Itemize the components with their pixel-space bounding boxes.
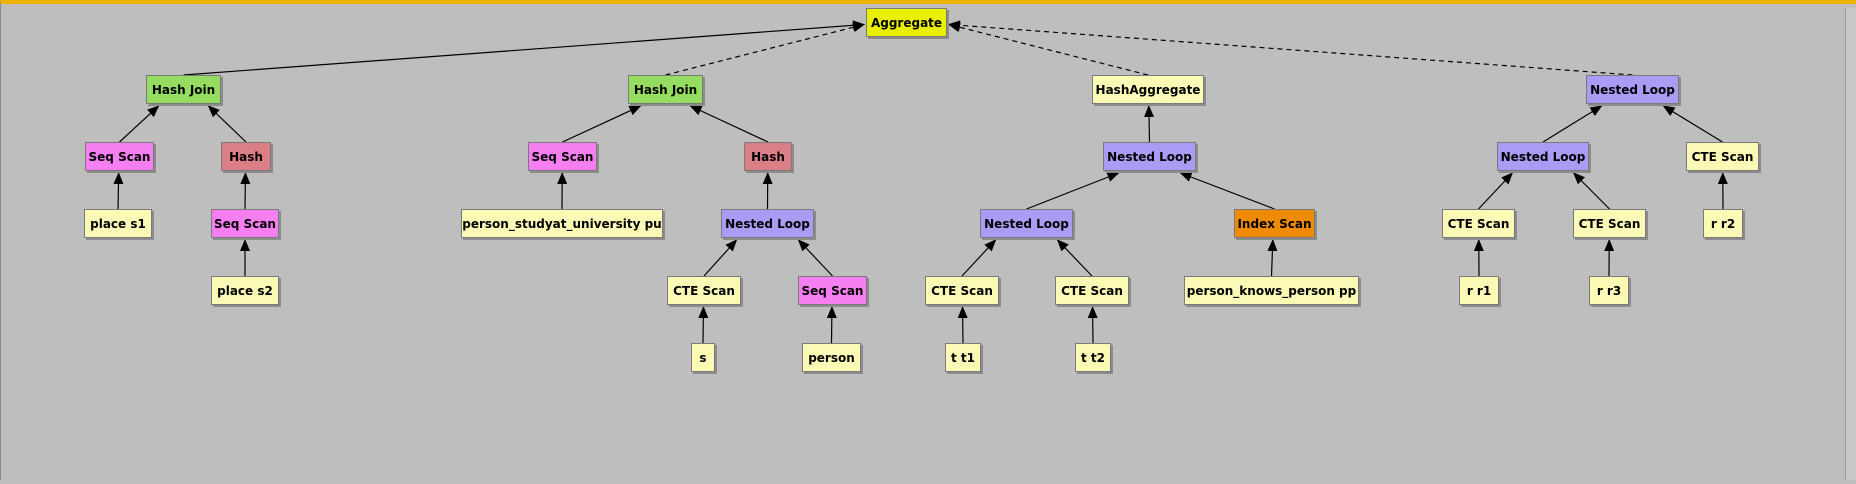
plan-node-r-r2[interactable]: r r2 <box>1703 209 1743 238</box>
plan-node-seqscan4[interactable]: Seq Scan <box>798 276 867 305</box>
edge-indexscan-to-nl-mid <box>1181 173 1275 209</box>
plan-node-pkp[interactable]: person_knows_person pp <box>1184 276 1359 305</box>
plan-node-nl-mid[interactable]: Nested Loop <box>1103 142 1196 171</box>
plan-node-place-s2[interactable]: place s2 <box>211 276 279 305</box>
plan-edges <box>1 4 1856 484</box>
edge-cte-s-to-nl-hash2 <box>704 240 737 276</box>
plan-node-place-s1[interactable]: place s1 <box>84 209 152 238</box>
edge-cte-r3-to-nl-r2 <box>1574 173 1610 209</box>
plan-node-psu[interactable]: person_studyat_university pu <box>461 209 663 238</box>
plan-node-t-t1[interactable]: t t1 <box>945 343 981 372</box>
plan-node-t-t2[interactable]: t t2 <box>1075 343 1111 372</box>
edge-seqscan3-to-hj2 <box>563 106 641 142</box>
edge-cte-r1-to-nl-r2 <box>1479 173 1513 209</box>
edge-nl-mid-to-hashagg <box>1149 106 1150 142</box>
plan-node-hash2[interactable]: Hash <box>744 142 792 171</box>
plan-node-hash1[interactable]: Hash <box>221 142 271 171</box>
edge-nl-r2-to-nl-right <box>1543 106 1602 142</box>
edge-nl-right-to-aggregate <box>949 25 1633 76</box>
edge-cte-t2-to-nl-mid2 <box>1058 240 1093 276</box>
edge-seqscan4-to-nl-hash2 <box>799 240 833 276</box>
plan-node-seqscan3[interactable]: Seq Scan <box>528 142 597 171</box>
plan-node-person[interactable]: person <box>802 343 861 372</box>
plan-node-hashagg[interactable]: HashAggregate <box>1092 75 1204 104</box>
plan-node-indexscan[interactable]: Index Scan <box>1234 209 1315 238</box>
plan-node-aggregate[interactable]: Aggregate <box>866 8 947 37</box>
edge-cte-r2-to-nl-right <box>1664 106 1723 142</box>
edge-pkp-to-indexscan <box>1272 240 1273 276</box>
plan-node-cte-r1[interactable]: CTE Scan <box>1442 209 1515 238</box>
plan-node-cte-r3[interactable]: CTE Scan <box>1573 209 1646 238</box>
edge-hj1-to-aggregate <box>184 25 865 76</box>
edge-place-s1-to-seqscan1 <box>118 173 119 209</box>
plan-node-r-r3[interactable]: r r3 <box>1589 276 1629 305</box>
plan-node-r-r1[interactable]: r r1 <box>1459 276 1499 305</box>
plan-node-seqscan2[interactable]: Seq Scan <box>211 209 279 238</box>
plan-node-cte-r2[interactable]: CTE Scan <box>1686 142 1759 171</box>
plan-node-s[interactable]: s <box>691 343 715 372</box>
plan-node-nl-r2[interactable]: Nested Loop <box>1497 142 1589 171</box>
plan-node-seqscan1[interactable]: Seq Scan <box>85 142 154 171</box>
plan-node-cte-t2[interactable]: CTE Scan <box>1055 276 1129 305</box>
edge-cte-t1-to-nl-mid2 <box>962 240 996 276</box>
vertical-scrollbar[interactable] <box>1845 8 1856 480</box>
plan-node-hj2[interactable]: Hash Join <box>628 75 703 104</box>
plan-node-hj1[interactable]: Hash Join <box>146 75 221 104</box>
edge-hash1-to-hj1 <box>209 106 247 142</box>
plan-node-nl-mid2[interactable]: Nested Loop <box>980 209 1073 238</box>
edge-nl-mid2-to-nl-mid <box>1027 173 1119 209</box>
edge-hash2-to-hj2 <box>691 106 769 142</box>
plan-node-cte-t1[interactable]: CTE Scan <box>925 276 999 305</box>
plan-node-cte-s[interactable]: CTE Scan <box>667 276 741 305</box>
plan-node-nl-right[interactable]: Nested Loop <box>1586 75 1679 104</box>
plan-node-nl-hash2[interactable]: Nested Loop <box>721 209 814 238</box>
edge-seqscan1-to-hj1 <box>120 106 159 142</box>
